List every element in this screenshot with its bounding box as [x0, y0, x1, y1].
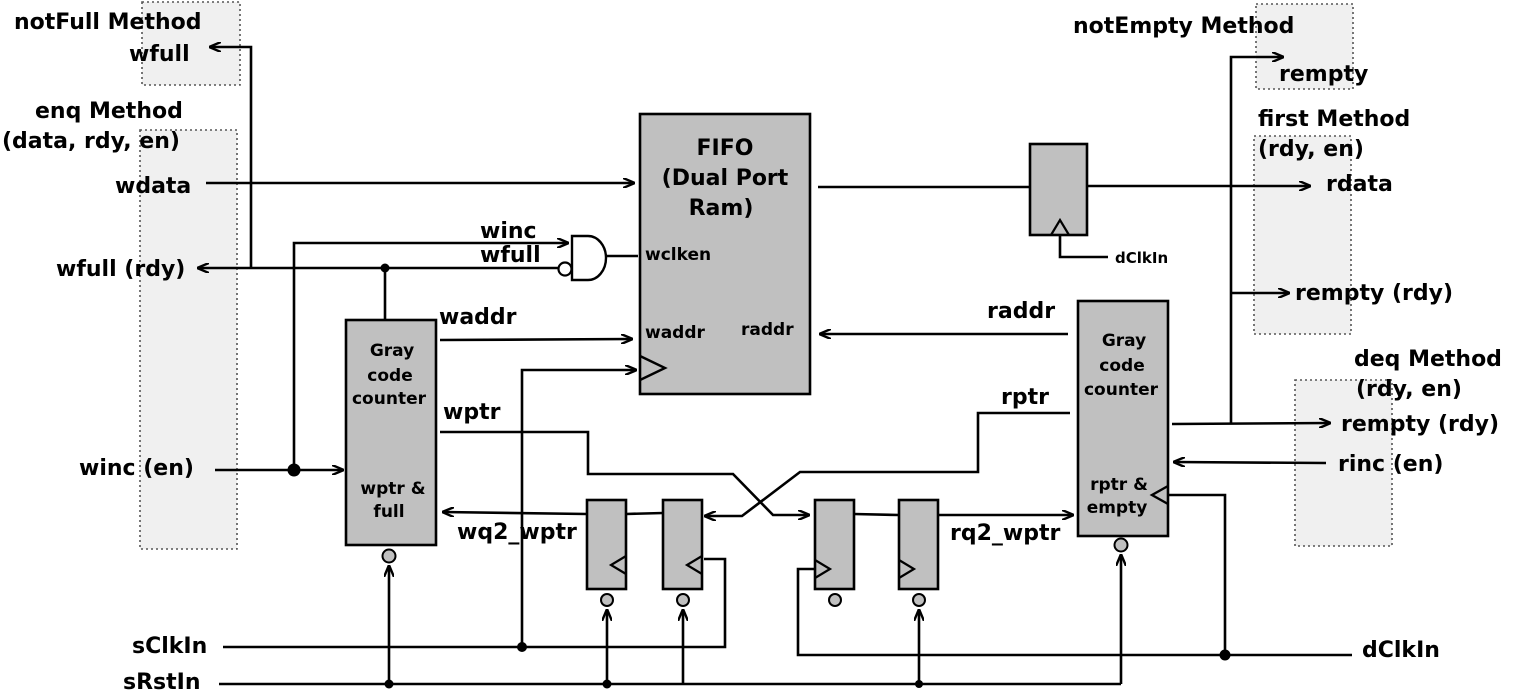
- rempty-output-label: rempty: [1279, 62, 1368, 87]
- junction-srst-2: [602, 679, 612, 689]
- junction-full: [380, 263, 390, 273]
- wire-rptr: [705, 411, 1070, 516]
- enq-method-label: enq Method: [35, 99, 183, 124]
- wdata-label: wdata: [115, 174, 191, 199]
- wfull-gate-label: wfull: [480, 243, 541, 268]
- wsync-flop-2-reset: [676, 593, 690, 607]
- notempty-method-box: [1255, 3, 1354, 90]
- fifo-waddr-port: waddr: [645, 323, 706, 343]
- rdata-label: rdata: [1326, 172, 1393, 197]
- first-method-ports: (rdy, en): [1258, 137, 1364, 162]
- wire-dclk-reg: [1058, 235, 1108, 259]
- junction-srst-1: [384, 679, 394, 689]
- write-counter-reset-bubble: [381, 548, 397, 564]
- fifo-title-2: (Dual Port: [662, 166, 789, 191]
- wptr-label: wptr: [443, 400, 501, 425]
- fifo-title-1: FIFO: [697, 136, 754, 161]
- read-counter-reset-bubble: [1113, 537, 1129, 553]
- rdata-register-clock-triangle: [1050, 217, 1070, 236]
- rcounter-line5: empty: [1087, 498, 1148, 518]
- wire-dclk-rcounter: [1168, 493, 1227, 655]
- rptr-label: rptr: [1001, 385, 1049, 410]
- wq2-wptr-label: wq2_wptr: [457, 520, 577, 545]
- junction-winc: [287, 463, 301, 477]
- fifo-title-3: Ram): [689, 196, 754, 221]
- wire-wptr: [440, 430, 809, 515]
- rdata-register: [1028, 142, 1089, 237]
- waddr-label: waddr: [439, 305, 517, 330]
- raddr-label: raddr: [987, 299, 1055, 324]
- winc-en-label: winc (en): [79, 456, 194, 481]
- first-method-label: first Method: [1258, 107, 1410, 132]
- enq-method-ports: (data, rdy, en): [2, 129, 180, 154]
- junction-dclk: [1219, 649, 1231, 661]
- wire-winc-gate: [292, 243, 568, 470]
- wire-rsync-mid: [853, 512, 900, 517]
- winc-gate-label: winc: [480, 219, 537, 244]
- wire-rempty-deq: [1171, 423, 1330, 424]
- wire-rempty-trunk: [1229, 57, 1283, 424]
- rempty-rdy-first-label: rempty (rdy): [1295, 281, 1453, 306]
- notempty-method-label: notEmpty Method: [1073, 14, 1294, 39]
- fifo-wclken-port: wclken: [645, 245, 711, 265]
- wire-wfull-notfull: [210, 47, 253, 268]
- first-method-box: [1253, 135, 1352, 335]
- rsync-flop-2-reset: [912, 593, 926, 607]
- rcounter-line3: counter: [1084, 380, 1159, 400]
- sclk-label: sClkIn: [132, 634, 207, 659]
- wfull-rdy-label: wfull (rdy): [56, 257, 185, 282]
- deq-method-label: deq Method: [1354, 347, 1502, 372]
- dclk-label: dClkIn: [1362, 638, 1440, 663]
- wcounter-line5: full: [373, 502, 404, 522]
- rsync-flop-1-reset: [828, 593, 842, 607]
- notfull-method-label: notFull Method: [14, 10, 201, 35]
- wire-sclk: [223, 557, 727, 649]
- wcounter-line3: counter: [352, 389, 427, 409]
- wire-rinc: [1174, 462, 1327, 463]
- junction-sclk: [517, 642, 527, 652]
- and-gate-invert-bubble: [557, 261, 573, 277]
- rinc-en-label: rinc (en): [1338, 452, 1443, 477]
- wcounter-line2: code: [367, 366, 412, 386]
- fifo-raddr-port: raddr: [741, 320, 794, 340]
- wsync-flop-1-clock: [608, 555, 627, 575]
- srst-label: sRstIn: [123, 670, 201, 695]
- enq-method-box: [139, 129, 238, 550]
- dclk-register-label: dClkIn: [1115, 249, 1168, 267]
- rcounter-line4: rptr &: [1090, 475, 1148, 495]
- rempty-rdy-deq-label: rempty (rdy): [1341, 412, 1499, 437]
- rcounter-line1: Gray: [1102, 331, 1146, 351]
- wcounter-line4: wptr &: [360, 479, 425, 499]
- wsync-flop-1-reset: [600, 593, 614, 607]
- fifo-clock-triangle: [639, 354, 668, 382]
- rsync-flop-2-clock: [898, 559, 917, 579]
- wire-wq2-wptr: [443, 512, 588, 514]
- wsync-flop-1: [585, 498, 628, 591]
- wire-dclk: [796, 567, 1352, 657]
- and-gate: [570, 234, 608, 282]
- write-gray-counter: [344, 318, 438, 547]
- fifo-block: [638, 112, 812, 396]
- read-counter-clock-triangle: [1149, 484, 1169, 506]
- wire-wsync-mid: [625, 511, 664, 516]
- junction-srst-3: [915, 680, 923, 688]
- rsync-flop-1-clock: [814, 559, 833, 579]
- wire-waddr: [439, 339, 632, 340]
- wfull-output-label: wfull: [129, 42, 190, 67]
- rcounter-line2: code: [1099, 356, 1144, 376]
- rq2-wptr-label: rq2_wptr: [950, 521, 1060, 546]
- wcounter-line1: Gray: [370, 341, 414, 361]
- wsync-flop-2: [661, 498, 704, 591]
- deq-method-ports: (rdy, en): [1356, 377, 1462, 402]
- notfull-method-box: [141, 1, 241, 86]
- wire-sclk-fifo: [520, 370, 636, 647]
- wsync-flop-2-clock: [684, 555, 703, 575]
